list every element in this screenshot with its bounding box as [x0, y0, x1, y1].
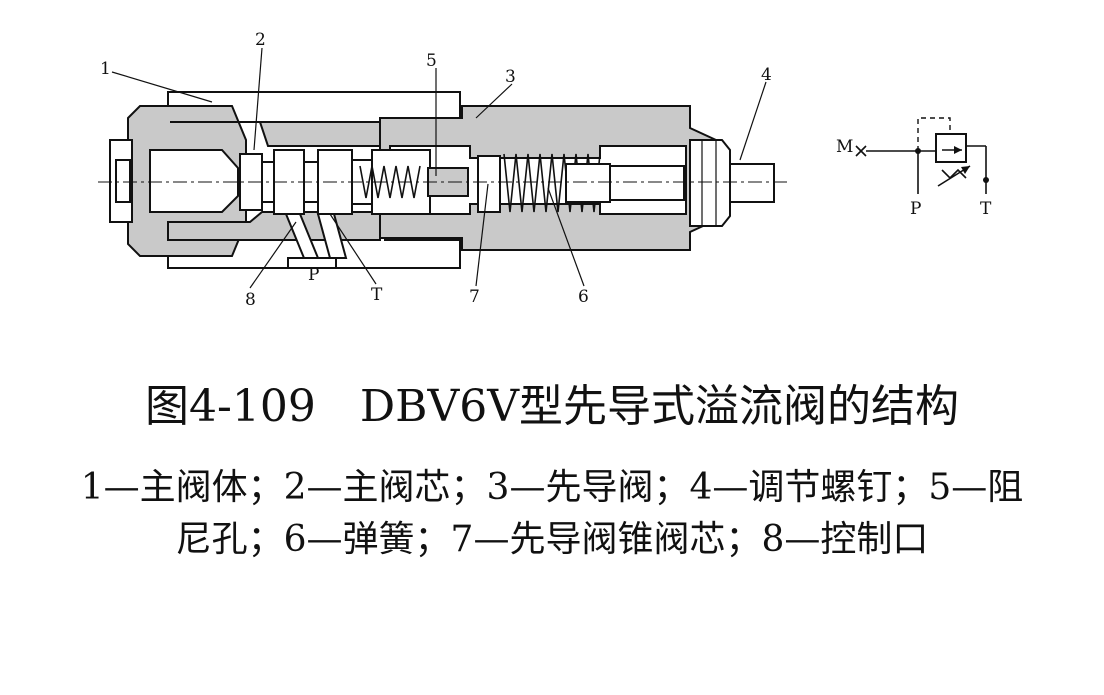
callout-5: 5 — [426, 51, 437, 71]
callout-2: 2 — [255, 30, 266, 50]
valve-cross-section-drawing: 1 2 5 3 4 8 7 6 P T M P T — [98, 30, 992, 310]
symbol-p-label: P — [910, 199, 921, 219]
callout-8: 8 — [245, 290, 256, 310]
figure-legend: 1—主阀体；2—主阀芯；3—先导阀；4—调节螺钉；5—阻尼孔；6—弹簧；7—先导… — [80, 467, 1024, 560]
callout-3: 3 — [505, 67, 516, 87]
callout-4: 4 — [761, 65, 772, 85]
port-p-label: P — [308, 265, 319, 285]
symbol-t-label: T — [980, 199, 992, 219]
pilot-poppet — [477, 155, 501, 213]
hydraulic-symbol: M P T — [836, 117, 992, 219]
leader-lines — [111, 47, 767, 289]
symbol-m-label: M — [836, 137, 853, 157]
pilot-valve-housing — [359, 105, 775, 251]
callout-1: 1 — [100, 59, 111, 79]
adjusting-screw — [609, 139, 775, 227]
port-t-label: T — [371, 285, 383, 305]
callout-7: 7 — [469, 287, 480, 307]
figure-title: 图4-109 DBV6V型先导式溢流阀的结构 — [145, 381, 959, 432]
callout-6: 6 — [578, 287, 589, 307]
